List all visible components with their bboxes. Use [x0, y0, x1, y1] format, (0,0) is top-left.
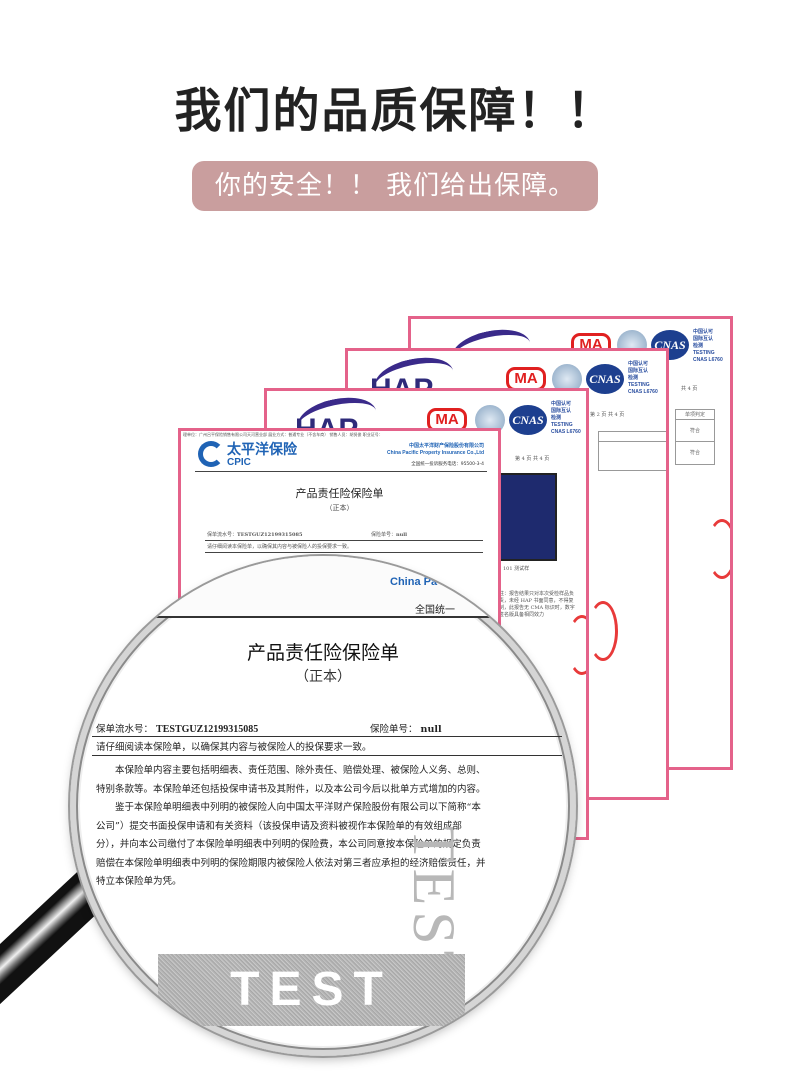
- brand-name-en: CPIC: [227, 457, 251, 468]
- cma-mark-icon: MA: [506, 367, 546, 391]
- cpic-logo-icon: [198, 441, 224, 467]
- policy-number: 保险单号：null: [371, 532, 408, 538]
- cnas-icon: CNAS: [586, 364, 624, 394]
- policy-title: 产品责任险保险单: [295, 487, 384, 500]
- policy-subtitle: （正本）: [325, 504, 354, 512]
- brand-name-cn: 太平洋保险: [227, 442, 297, 458]
- magnified-serial-number: 保单流水号： TESTGUZ12199315085: [96, 724, 259, 735]
- magnified-notice: 请仔细阅读本保险单，以确保其内容与被保险人的投保要求一致。: [96, 742, 372, 753]
- magnified-policy-subtitle: （正本）: [295, 669, 351, 685]
- magnified-policy-number: 保险单号： null: [370, 724, 442, 735]
- certification-text: 中国认可 国际互认 检测 TESTING CNAS L6760: [551, 401, 581, 435]
- serial-number: 保单流水号：TESTGUZ12199315085: [207, 532, 303, 538]
- policy-header-line: 理单位：广州吕平保险销售有限公司天河营业部 展业方式：普通专业（不含车商） 销售…: [183, 432, 383, 437]
- policy-notice: 请仔细阅读本保险单，以确保其内容与被保险人的投保要求一致。: [207, 544, 353, 550]
- sample-photo: [497, 473, 557, 561]
- company-name-cn: 中国太平洋财产保险股份有限公司: [408, 443, 484, 449]
- test-stamp: TEST: [158, 954, 465, 1026]
- certification-text: 中国认可 国际互认 检测 TESTING CNAS L6760: [693, 329, 723, 363]
- red-seal-stamp: [707, 519, 730, 579]
- cnas-icon: CNAS: [509, 405, 547, 435]
- red-seal-stamp: [588, 601, 618, 661]
- tagline-banner: 你的安全！！ 我们给出保障。: [192, 161, 598, 211]
- magnified-policy-body: 本保险单内容主要包括明细表、责任范围、除外责任、赔偿处理、被保险人义务、总则、 …: [96, 765, 486, 887]
- page-indicator: 第 4 页 共 4 页: [515, 456, 550, 462]
- red-seal-stamp: [567, 615, 586, 675]
- page-headline: 我们的品质保障！！: [174, 84, 616, 139]
- company-name-en: China Pacific Property Insurance Co.,Ltd: [387, 450, 484, 456]
- result-table: 单项判定 符合 符合: [675, 409, 715, 465]
- certification-text: 中国认可 国际互认 检测 TESTING CNAS L6760: [628, 361, 658, 395]
- result-table: [598, 431, 666, 471]
- magnifier-lens: 保险 China Pa 全国统一 产品责任险保险单 （正本） 保单流水号： TE…: [70, 556, 576, 1056]
- page-indicator: 第 2 页 共 4 页: [590, 412, 625, 418]
- page-indicator: 共 4 页: [681, 386, 698, 392]
- complaint-hotline: 全国统一投诉服务电话：95500-3-4: [411, 462, 484, 467]
- magnified-header-band: 保险 China Pa 全国统一: [70, 556, 576, 618]
- magnified-policy-title: 产品责任险保险单: [246, 642, 399, 664]
